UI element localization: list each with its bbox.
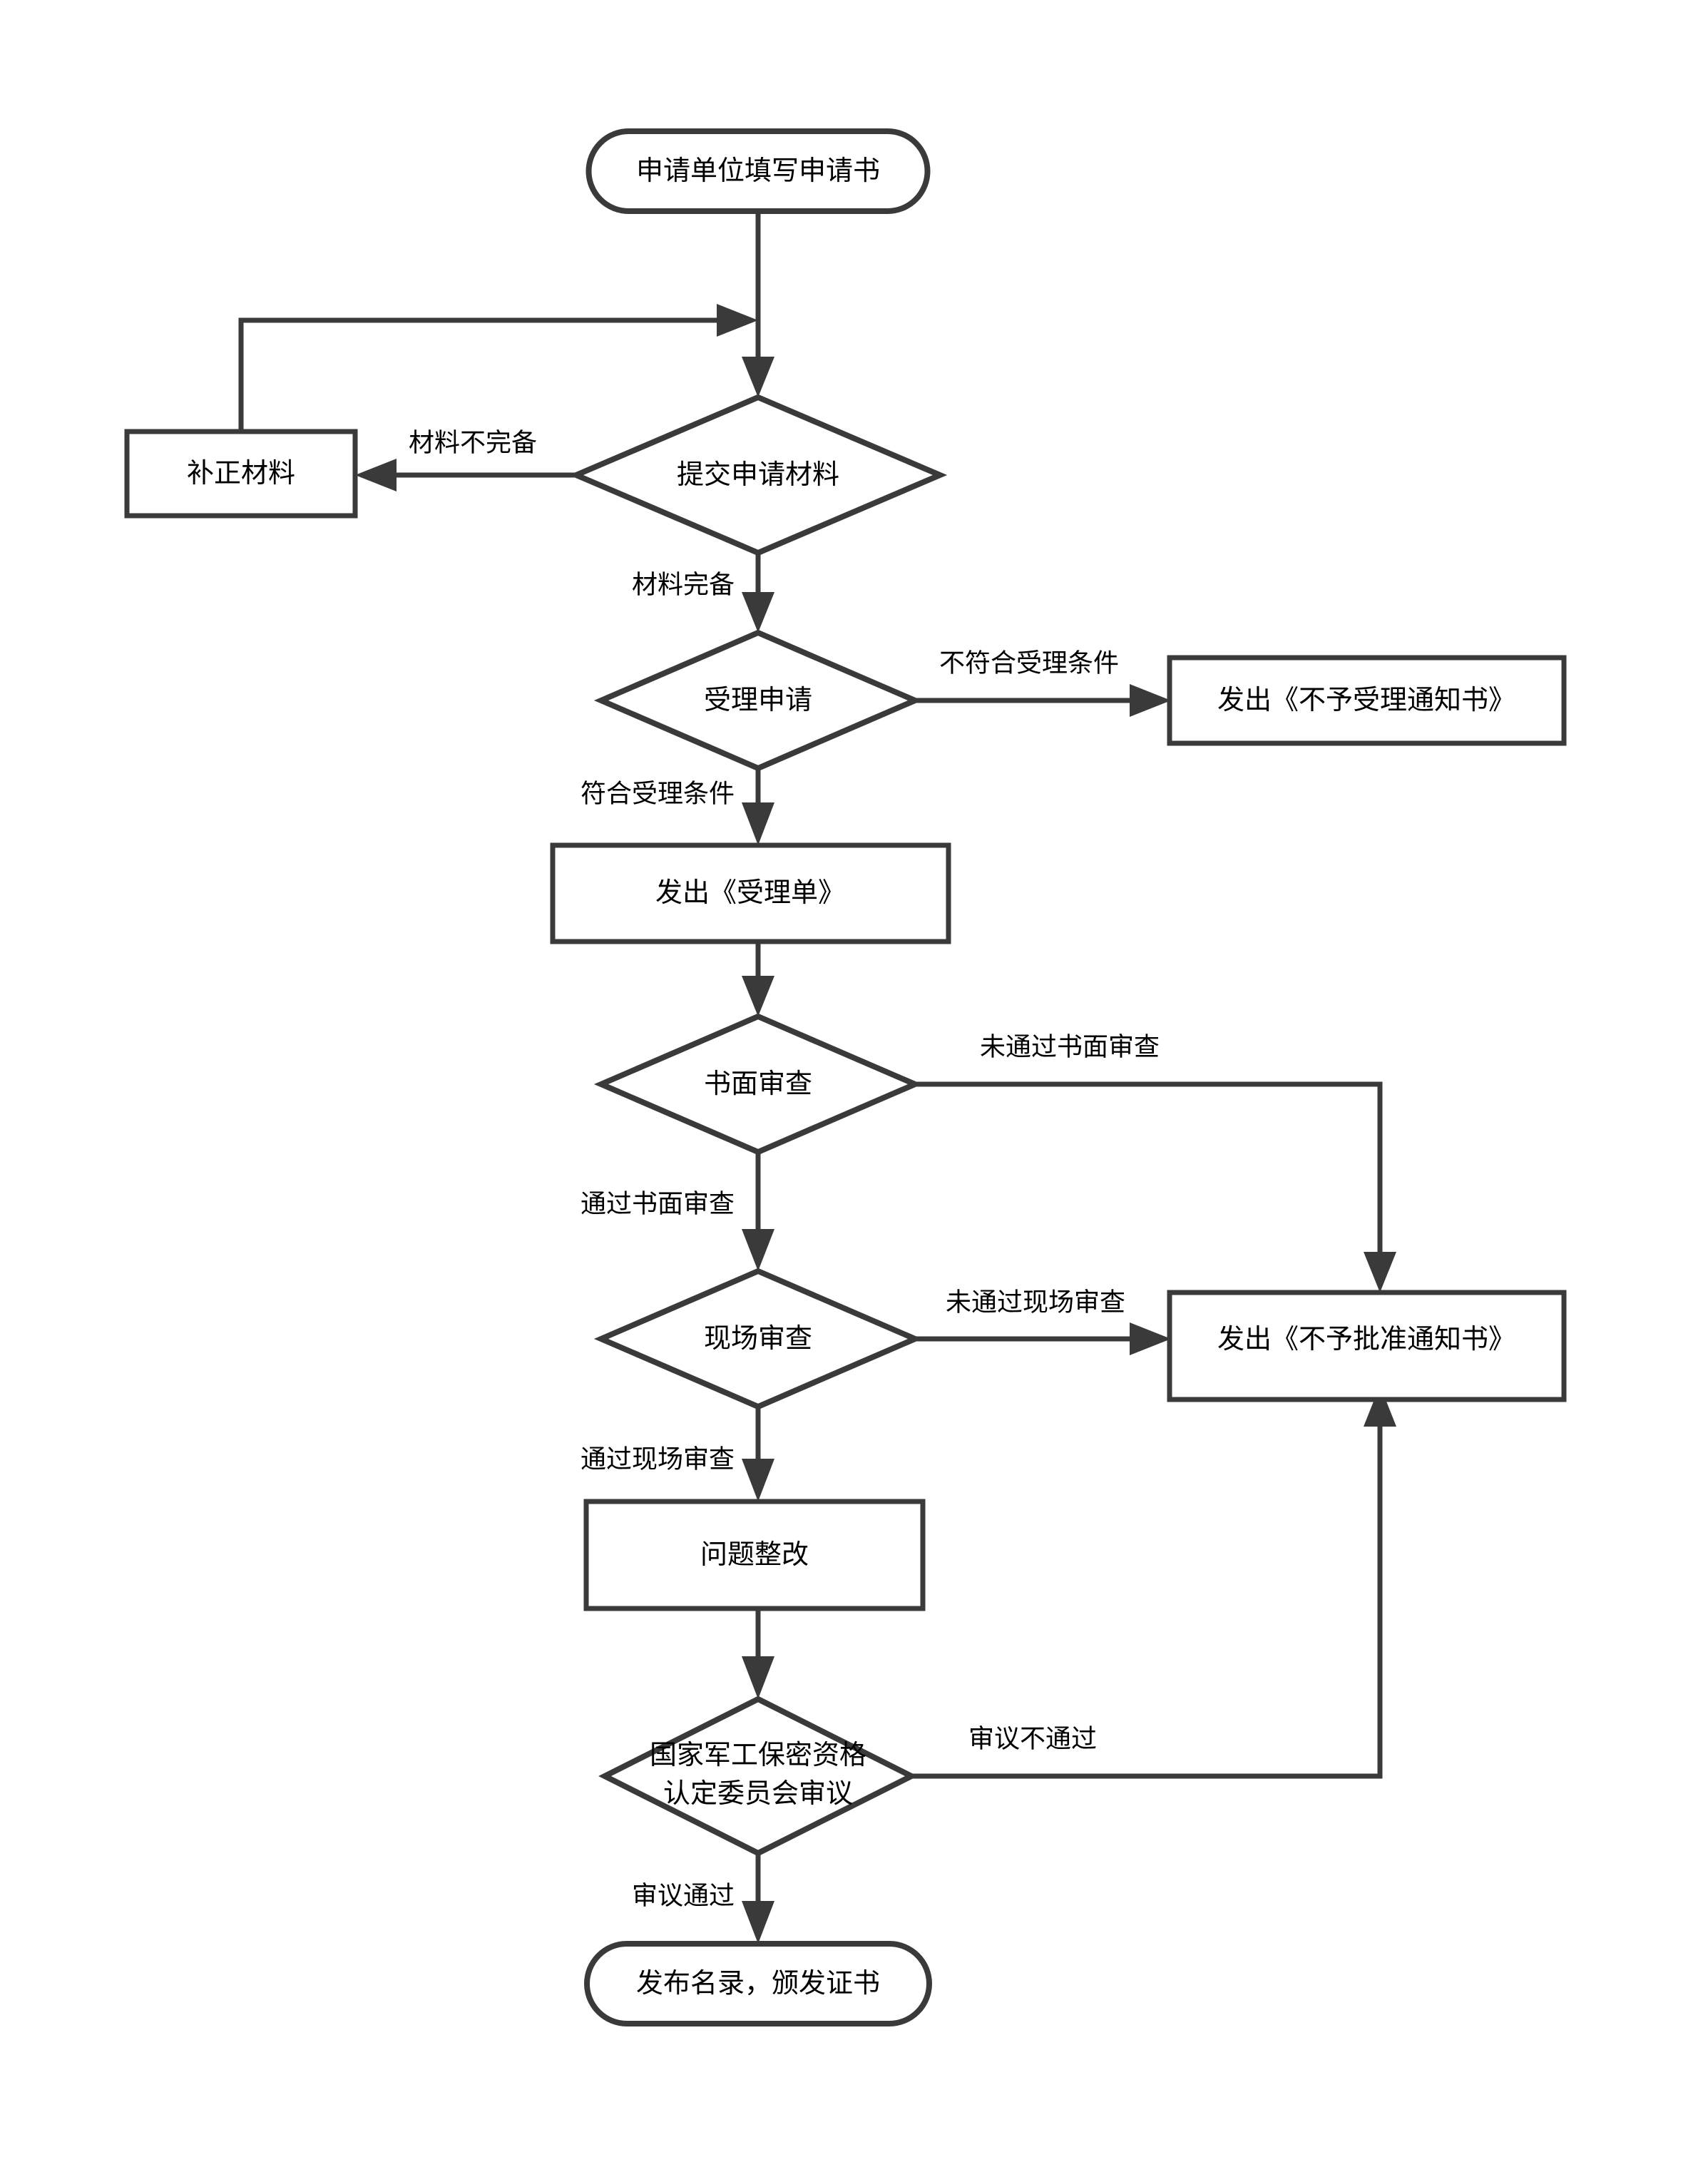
arrow-head-down-icon <box>742 802 774 845</box>
node-label-accept: 受理申请 <box>704 685 812 715</box>
node-shape-process <box>1167 1290 1567 1402</box>
arrow-head-right-icon <box>717 304 758 337</box>
node-shape-decision <box>568 394 948 556</box>
edge-committee-fail: 审议不通过 <box>911 1385 1396 1779</box>
arrow-head-down-icon <box>742 357 774 397</box>
arrow-head-down-icon <box>1364 1252 1396 1293</box>
edge-label-not-meeting-conditions: 不符合受理条件 <box>939 648 1119 678</box>
edge-start-to-submit <box>742 211 774 397</box>
node-shape-decision <box>593 629 923 772</box>
node-supplement-materials[interactable]: 补正材料 <box>124 429 358 519</box>
node-shape-terminator <box>584 1941 932 2026</box>
edge-label-meeting-conditions: 符合受理条件 <box>581 779 735 808</box>
edge-accept-to-accept-form: 符合受理条件 <box>581 768 774 845</box>
node-shape-process <box>583 1499 926 1611</box>
node-reject-acceptance-notice[interactable]: 发出《不予受理通知书》 <box>1167 655 1567 746</box>
node-label-onsite-review: 现场审查 <box>704 1324 812 1354</box>
node-issue-acceptance-form[interactable]: 发出《受理单》 <box>550 842 951 944</box>
node-committee-review[interactable]: 国家军工保密资格 认定委员会审议 <box>598 1696 918 1857</box>
node-label-committee-line2: 认定委员会审议 <box>663 1779 853 1809</box>
edge-accept-to-reject-notice: 不符合受理条件 <box>915 648 1171 717</box>
edge-label-paper-review-failed: 未通过书面审查 <box>980 1032 1160 1061</box>
arrow-head-left-icon <box>355 459 397 491</box>
edge-label-onsite-review-passed: 通过现场审查 <box>581 1444 735 1474</box>
arrow-head-right-icon <box>1130 684 1171 717</box>
node-label-committee-line1: 国家军工保密资格 <box>650 1740 866 1770</box>
arrow-head-down-icon <box>742 1656 774 1699</box>
node-label-submit: 提交申请材料 <box>677 460 839 490</box>
edge-label-material-complete: 材料完备 <box>632 570 735 599</box>
node-onsite-review[interactable]: 现场审查 <box>593 1268 923 1410</box>
edge-label-material-incomplete: 材料不完备 <box>409 428 537 457</box>
edge-label-paper-review-passed: 通过书面审查 <box>581 1189 735 1218</box>
node-label-paper-review: 书面审查 <box>704 1069 812 1099</box>
edge-accept-form-to-paper-review <box>742 942 774 1016</box>
edge-label-onsite-review-failed: 未通过现场审查 <box>946 1288 1125 1317</box>
edge-onsite-review-pass: 通过现场审查 <box>581 1407 774 1501</box>
node-publish-directory-issue-certificate[interactable]: 发布名录，颁发证书 <box>584 1941 932 2026</box>
edge-submit-to-supplement: 材料不完备 <box>355 428 576 491</box>
edge-paper-review-fail: 未通过书面审查 <box>915 1032 1396 1293</box>
node-reject-approval-notice[interactable]: 发出《不予批准通知书》 <box>1167 1290 1567 1402</box>
node-label-reject-accept: 发出《不予受理通知书》 <box>1217 685 1515 715</box>
arrow-head-down-icon <box>742 1229 774 1271</box>
edge-label-committee-review-failed: 审议不通过 <box>968 1724 1097 1753</box>
edge-line <box>911 1427 1383 1779</box>
edge-line <box>238 317 717 432</box>
node-label-supplement: 补正材料 <box>187 459 295 489</box>
node-label-publish: 发布名录，颁发证书 <box>636 1969 880 1999</box>
edge-onsite-review-fail: 未通过现场审查 <box>915 1288 1171 1355</box>
node-shape-decision <box>593 1268 923 1410</box>
edge-line <box>915 1081 1383 1263</box>
node-paper-review[interactable]: 书面审查 <box>593 1013 923 1156</box>
edge-submit-to-accept: 材料完备 <box>632 553 774 633</box>
node-shape-process <box>124 429 358 519</box>
edge-paper-review-pass: 通过书面审查 <box>581 1152 774 1271</box>
node-label-reject-approve: 发出《不予批准通知书》 <box>1217 1325 1515 1355</box>
node-shape-process <box>550 842 951 944</box>
node-submit-application-materials[interactable]: 提交申请材料 <box>568 394 948 556</box>
arrow-head-down-icon <box>742 1901 774 1944</box>
arrow-head-down-icon <box>742 976 774 1016</box>
node-label-start: 申请单位填写申请书 <box>636 156 880 186</box>
edge-rectification-to-committee <box>742 1608 774 1699</box>
arrow-head-down-icon <box>742 1459 774 1501</box>
node-accept-application[interactable]: 受理申请 <box>593 629 923 772</box>
node-label-rectification: 问题整改 <box>700 1540 809 1570</box>
edge-label-committee-review-passed: 审议通过 <box>632 1881 735 1910</box>
node-problem-rectification[interactable]: 问题整改 <box>583 1499 926 1611</box>
node-shape-process <box>1167 655 1567 746</box>
edge-committee-pass: 审议通过 <box>632 1853 774 1944</box>
node-shape-terminator <box>585 128 931 214</box>
node-shape-decision <box>598 1696 918 1857</box>
arrow-head-down-icon <box>742 592 774 633</box>
node-label-accept-form: 发出《受理单》 <box>655 878 845 908</box>
arrow-head-up-icon <box>1364 1385 1396 1427</box>
node-shape-decision <box>593 1013 923 1156</box>
arrow-head-right-icon <box>1130 1322 1171 1355</box>
edge-supplement-loop-to-main <box>238 304 758 432</box>
node-start-fill-application[interactable]: 申请单位填写申请书 <box>585 128 931 214</box>
